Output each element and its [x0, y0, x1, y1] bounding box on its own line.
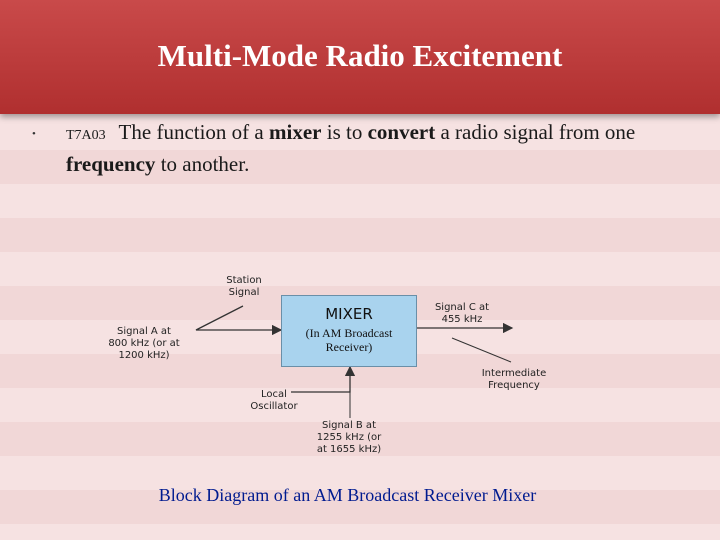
intermediate-frequency-label: Intermediate Frequency	[481, 368, 547, 391]
signal-c-label: Signal C at 455 kHz	[434, 302, 490, 325]
bullet-icon: •	[32, 128, 36, 140]
question-code: T7A03	[66, 128, 106, 143]
flag-stripe	[0, 150, 720, 184]
bullet-segment: frequency	[66, 152, 156, 176]
bullet-segment: convert	[367, 120, 436, 144]
intermediate-frequency-pointer	[451, 337, 512, 363]
bullet-segment: is to	[326, 120, 368, 144]
bullet-segment: mixer	[269, 120, 322, 144]
diagram-caption: Block Diagram of an AM Broadcast Receive…	[158, 485, 537, 505]
slide-title: Multi-Mode Radio Excitement	[157, 38, 563, 73]
signal-b-label: Signal B at 1255 kHz (or at 1655 kHz)	[316, 420, 382, 455]
station-signal-label: Station Signal	[226, 275, 262, 298]
flag-stripe	[0, 218, 720, 252]
local-oscillator-label: Local Oscillator	[250, 389, 298, 412]
bullet-segment: a radio signal from one	[440, 120, 636, 144]
flag-stripe	[0, 422, 720, 456]
mixer-title: MIXER	[325, 305, 373, 323]
mixer-block: MIXER (In AM Broadcast Receiver)	[281, 295, 417, 367]
station-signal-arrow	[195, 305, 283, 336]
bullet-segment: to another.	[160, 152, 250, 176]
bullet-text: T7A03 The function of a mixer is to conv…	[66, 118, 716, 179]
signal-a-label: Signal A at 800 kHz (or at 1200 kHz)	[108, 326, 180, 361]
bullet-segment: The function of a	[118, 120, 269, 144]
mixer-subtitle: (In AM Broadcast Receiver)	[305, 326, 393, 354]
title-bar: Multi-Mode Radio Excitement	[0, 0, 720, 114]
flag-stripe	[0, 490, 720, 524]
